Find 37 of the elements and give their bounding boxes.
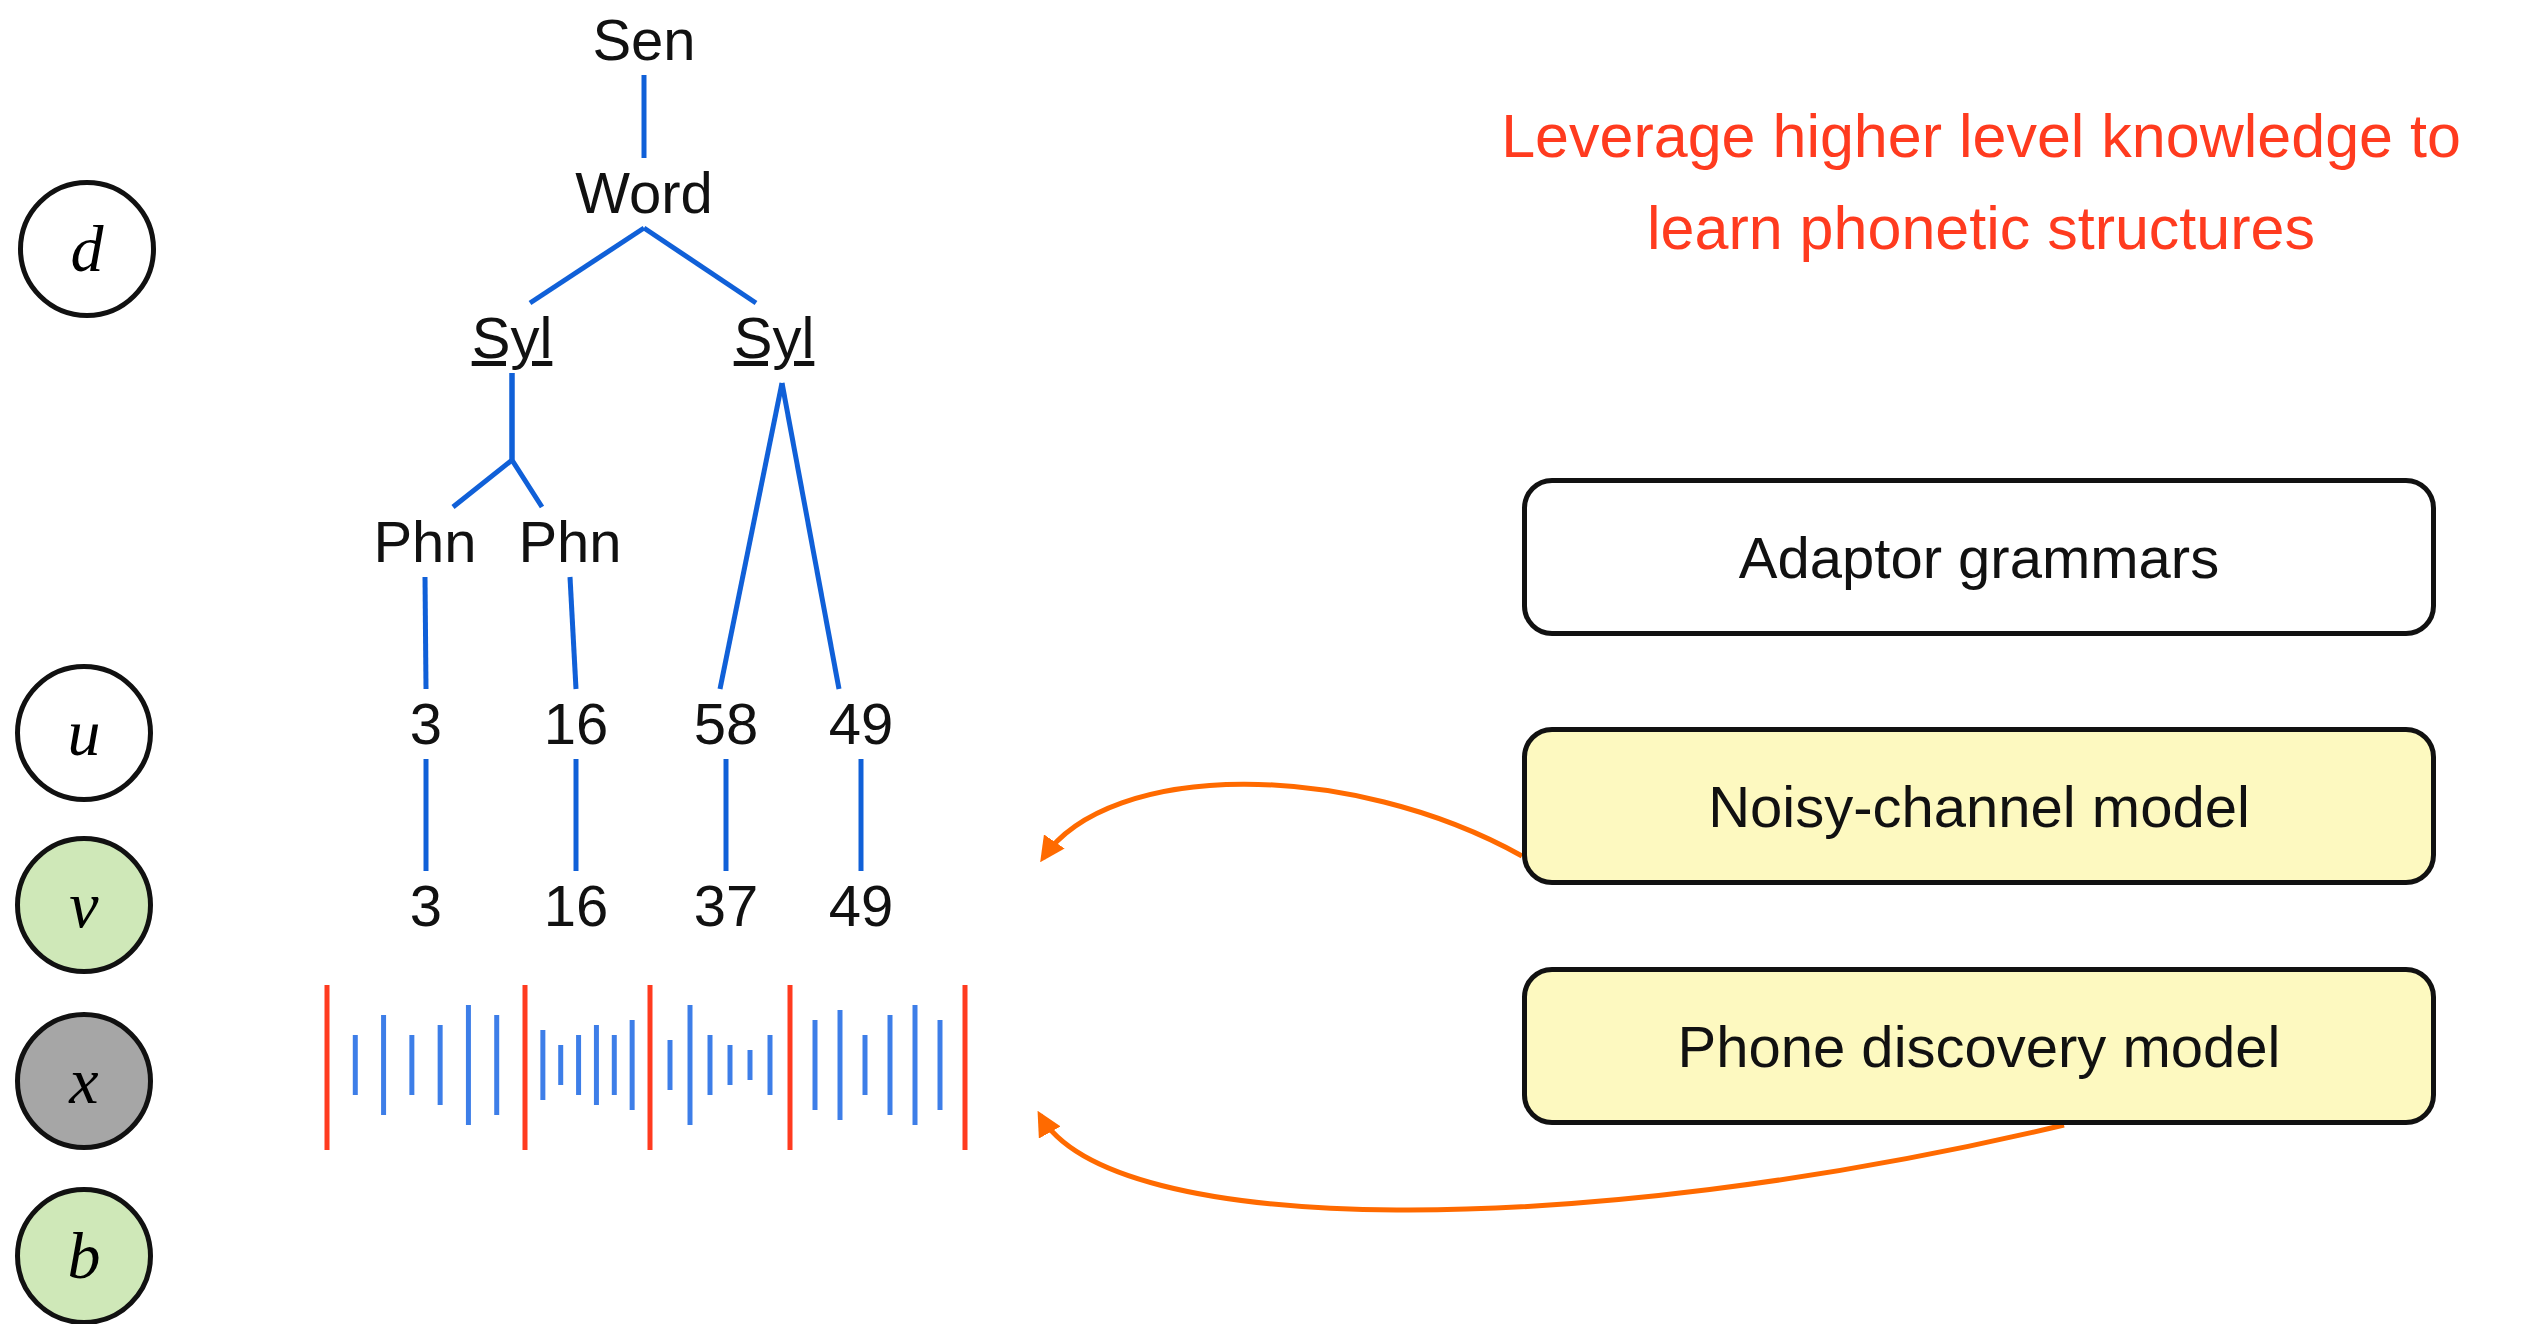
tree-branch-line <box>641 75 647 158</box>
tree-label: Syl <box>729 303 819 373</box>
tree-label: 3 <box>405 871 447 941</box>
variable-circle: u <box>15 664 153 802</box>
tree-branch-line <box>642 225 758 306</box>
tree-label: Phn <box>514 507 626 577</box>
tree-label: 16 <box>539 689 613 759</box>
variable-circle: v <box>15 836 153 974</box>
model-box: Phone discovery model <box>1522 967 2436 1125</box>
tree-branch-line <box>423 759 429 871</box>
tree-branch-line <box>573 759 579 871</box>
variable-circle: b <box>15 1187 153 1324</box>
variable-circle: d <box>18 180 156 318</box>
tree-label: Syl <box>467 303 557 373</box>
tree-branch-line <box>717 382 785 690</box>
tree-label: 58 <box>689 689 763 759</box>
tree-label: Phn <box>369 507 481 577</box>
tree-label: 16 <box>539 871 613 941</box>
tree-branch-line <box>567 576 579 690</box>
tree-branch-line <box>528 225 646 306</box>
tree-branch-line <box>723 759 729 871</box>
tree-label: 3 <box>405 689 447 759</box>
note-text: Leverage higher level knowledge to learn phonetic structures <box>1500 101 2462 264</box>
tree-branch-line <box>858 759 864 871</box>
tree-label: Sen <box>588 5 700 75</box>
tree-branch-line <box>509 373 545 509</box>
tree-label: 37 <box>689 871 763 941</box>
tree-branch-line <box>779 382 842 690</box>
tree-branch-line <box>422 576 429 690</box>
tree-label: 49 <box>824 689 898 759</box>
model-box: Noisy-channel model <box>1522 727 2436 885</box>
model-box: Adaptor grammars <box>1522 478 2436 636</box>
tree-label: Word <box>571 158 717 228</box>
variable-circle: x <box>15 1012 153 1150</box>
tree-label: 49 <box>824 871 898 941</box>
curved-arrow <box>1036 1111 2065 1213</box>
curved-arrow <box>1039 781 1524 862</box>
